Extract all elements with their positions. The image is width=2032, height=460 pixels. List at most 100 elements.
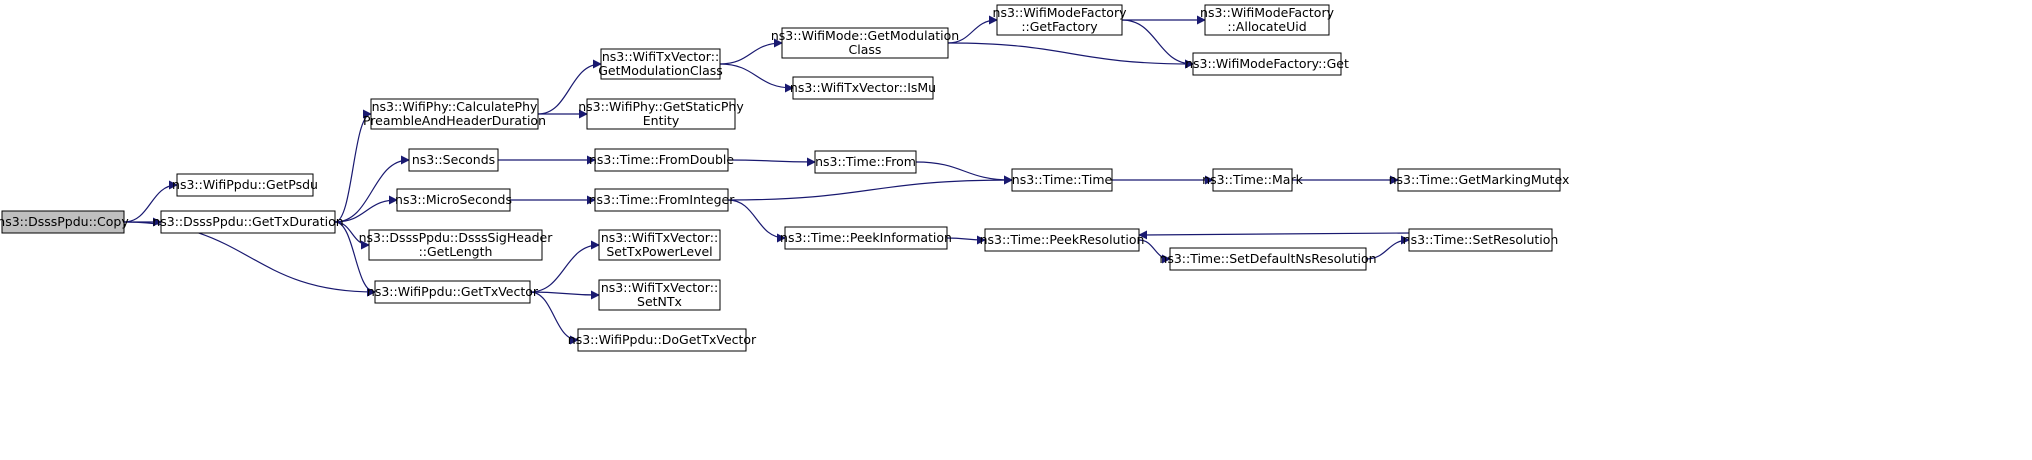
node-getpsdu[interactable]: ns3::WifiPpdu::GetPsdu bbox=[172, 173, 318, 197]
node-modegetmod-label-1: Class bbox=[849, 42, 882, 57]
node-dogettxvector-box bbox=[577, 328, 747, 352]
node-dogettxvector[interactable]: ns3::WifiPpdu::DoGetTxVector bbox=[568, 328, 757, 352]
node-dogettxvector-label-0: ns3::WifiPpdu::DoGetTxVector bbox=[568, 332, 757, 347]
edge-gettxvector-to-setntx bbox=[529, 290, 600, 300]
node-getmodclass-label-1: GetModulationClass bbox=[598, 63, 723, 78]
node-ismu-box bbox=[792, 76, 934, 100]
node-settxpower-label-1: SetTxPowerLevel bbox=[606, 244, 712, 259]
edge-gettxduration-to-seconds bbox=[334, 155, 410, 223]
edge-factoryget-to-mfget bbox=[1121, 19, 1194, 69]
node-peekinfo-label-0: ns3::Time::PeekInformation bbox=[780, 230, 952, 245]
node-allocuid-label-0: ns3::WifiModeFactory bbox=[1200, 5, 1335, 20]
node-gettxduration-box bbox=[160, 210, 336, 234]
node-getmodclass-label-0: ns3::WifiTxVector:: bbox=[602, 49, 719, 64]
node-mfget-label-0: ns3::WifiModeFactory::Get bbox=[1185, 56, 1349, 71]
node-siglength[interactable]: ns3::DsssPpdu::DsssSigHeader::GetLength bbox=[359, 229, 554, 261]
node-setdefault[interactable]: ns3::Time::SetDefaultNsResolution bbox=[1159, 247, 1377, 271]
node-microseconds[interactable]: ns3::MicroSeconds bbox=[395, 188, 512, 212]
node-settxpower[interactable]: ns3::WifiTxVector::SetTxPowerLevel bbox=[598, 229, 721, 261]
node-setntx-box bbox=[598, 279, 721, 311]
node-getmarking[interactable]: ns3::Time::GetMarkingMutex bbox=[1389, 168, 1570, 192]
node-mark-label-0: ns3::Time::Mark bbox=[1202, 172, 1303, 187]
node-factoryget-box bbox=[996, 4, 1123, 36]
node-seconds-label-0: ns3::Seconds bbox=[412, 152, 495, 167]
edge-modegetmod-to-factoryget bbox=[947, 15, 998, 44]
node-setdefault-box bbox=[1169, 247, 1367, 271]
node-timefrom-box bbox=[814, 150, 917, 174]
node-peekinfo[interactable]: ns3::Time::PeekInformation bbox=[780, 226, 952, 250]
node-ismu-label-0: ns3::WifiTxVector::IsMu bbox=[790, 80, 936, 95]
node-staticphy-box bbox=[586, 98, 736, 130]
node-calcphy-box bbox=[370, 98, 539, 130]
node-allocuid-box bbox=[1204, 4, 1330, 36]
node-mfget[interactable]: ns3::WifiModeFactory::Get bbox=[1185, 52, 1349, 76]
node-ismu[interactable]: ns3::WifiTxVector::IsMu bbox=[790, 76, 936, 100]
node-getmodclass-box bbox=[600, 48, 721, 80]
node-getmarking-label-0: ns3::Time::GetMarkingMutex bbox=[1389, 172, 1570, 187]
edge-modegetmod-to-mfget bbox=[947, 42, 1194, 69]
node-gettxduration[interactable]: ns3::DsssPpdu::GetTxDuration bbox=[152, 210, 344, 234]
node-getmodclass[interactable]: ns3::WifiTxVector::GetModulationClass bbox=[598, 48, 723, 80]
edge-setdefault-to-setres bbox=[1365, 235, 1410, 260]
node-getpsdu-box bbox=[176, 173, 314, 197]
node-frominteger-box bbox=[594, 188, 729, 212]
node-gettxvector-box bbox=[374, 280, 531, 304]
node-allocuid[interactable]: ns3::WifiModeFactory::AllocateUid bbox=[1200, 4, 1335, 36]
node-fromdouble[interactable]: ns3::Time::FromDouble bbox=[589, 148, 734, 172]
node-factoryget[interactable]: ns3::WifiModeFactory::GetFactory bbox=[993, 4, 1128, 36]
node-gettxvector[interactable]: ns3::WifiPpdu::GetTxVector bbox=[367, 280, 539, 304]
edge-fromdouble-to-timefrom bbox=[727, 157, 816, 167]
node-peekinfo-box bbox=[784, 226, 948, 250]
node-timetime-box bbox=[1011, 168, 1113, 192]
node-peekres[interactable]: ns3::Time::PeekResolution bbox=[980, 228, 1145, 252]
node-staticphy-label-1: Entity bbox=[643, 113, 680, 128]
node-settxpower-box bbox=[598, 229, 721, 261]
node-modegetmod[interactable]: ns3::WifiMode::GetModulationClass bbox=[771, 27, 959, 59]
node-calcphy[interactable]: ns3::WifiPhy::CalculatePhyPreambleAndHea… bbox=[363, 98, 546, 130]
edge-gettxvector-to-dogettxvector bbox=[529, 291, 579, 345]
node-settxpower-label-0: ns3::WifiTxVector:: bbox=[601, 230, 718, 245]
edge-getmodclass-to-modegetmod bbox=[719, 38, 783, 65]
node-fromdouble-box bbox=[594, 148, 729, 172]
edge-peekres-to-setdefault bbox=[1138, 239, 1171, 264]
node-mark[interactable]: ns3::Time::Mark bbox=[1202, 168, 1304, 192]
edge-peekinfo-to-peekres bbox=[946, 235, 986, 245]
node-setres-label-0: ns3::Time::SetResolution bbox=[1403, 232, 1559, 247]
node-setntx[interactable]: ns3::WifiTxVector::SetNTx bbox=[598, 279, 721, 311]
node-getpsdu-label-0: ns3::WifiPpdu::GetPsdu bbox=[172, 177, 318, 192]
node-setres-box bbox=[1408, 228, 1553, 252]
node-siglength-box bbox=[368, 229, 543, 261]
node-gettxvector-label-0: ns3::WifiPpdu::GetTxVector bbox=[367, 284, 539, 299]
edge-gettxduration-to-microseconds bbox=[334, 195, 398, 223]
node-setres[interactable]: ns3::Time::SetResolution bbox=[1403, 228, 1559, 252]
edge-gettxduration-to-gettxvector bbox=[334, 221, 376, 297]
node-siglength-label-0: ns3::DsssPpdu::DsssSigHeader bbox=[359, 230, 554, 245]
edge-gettxvector-to-settxpower bbox=[529, 240, 600, 293]
edge-getmodclass-to-ismu bbox=[719, 63, 794, 93]
node-modegetmod-label-0: ns3::WifiMode::GetModulation bbox=[771, 28, 959, 43]
node-seconds[interactable]: ns3::Seconds bbox=[408, 148, 499, 172]
node-timefrom[interactable]: ns3::Time::From bbox=[814, 150, 917, 174]
node-copy[interactable]: ns3::DsssPpdu::Copy bbox=[0, 210, 129, 234]
node-setntx-label-0: ns3::WifiTxVector:: bbox=[601, 280, 718, 295]
node-mfget-box bbox=[1192, 52, 1342, 76]
node-allocuid-label-1: ::AllocateUid bbox=[1227, 19, 1306, 34]
node-setntx-label-1: SetNTx bbox=[637, 294, 682, 309]
node-mark-box bbox=[1212, 168, 1293, 192]
edges-layer bbox=[123, 15, 1410, 345]
edge-setres-to-peekres bbox=[1138, 230, 1410, 240]
node-calcphy-label-1: PreambleAndHeaderDuration bbox=[363, 113, 546, 128]
node-timetime[interactable]: ns3::Time::Time bbox=[1011, 168, 1113, 192]
edge-gettxduration-to-calcphy bbox=[334, 109, 372, 223]
node-microseconds-label-0: ns3::MicroSeconds bbox=[395, 192, 512, 207]
node-frominteger[interactable]: ns3::Time::FromInteger bbox=[589, 188, 736, 212]
node-microseconds-box bbox=[396, 188, 511, 212]
node-peekres-box bbox=[984, 228, 1140, 252]
node-timetime-label-0: ns3::Time::Time bbox=[1012, 172, 1113, 187]
edge-calcphy-to-getmodclass bbox=[537, 59, 602, 115]
node-getmarking-box bbox=[1397, 168, 1561, 192]
edge-frominteger-to-timetime bbox=[727, 175, 1013, 201]
node-modegetmod-box bbox=[781, 27, 949, 59]
